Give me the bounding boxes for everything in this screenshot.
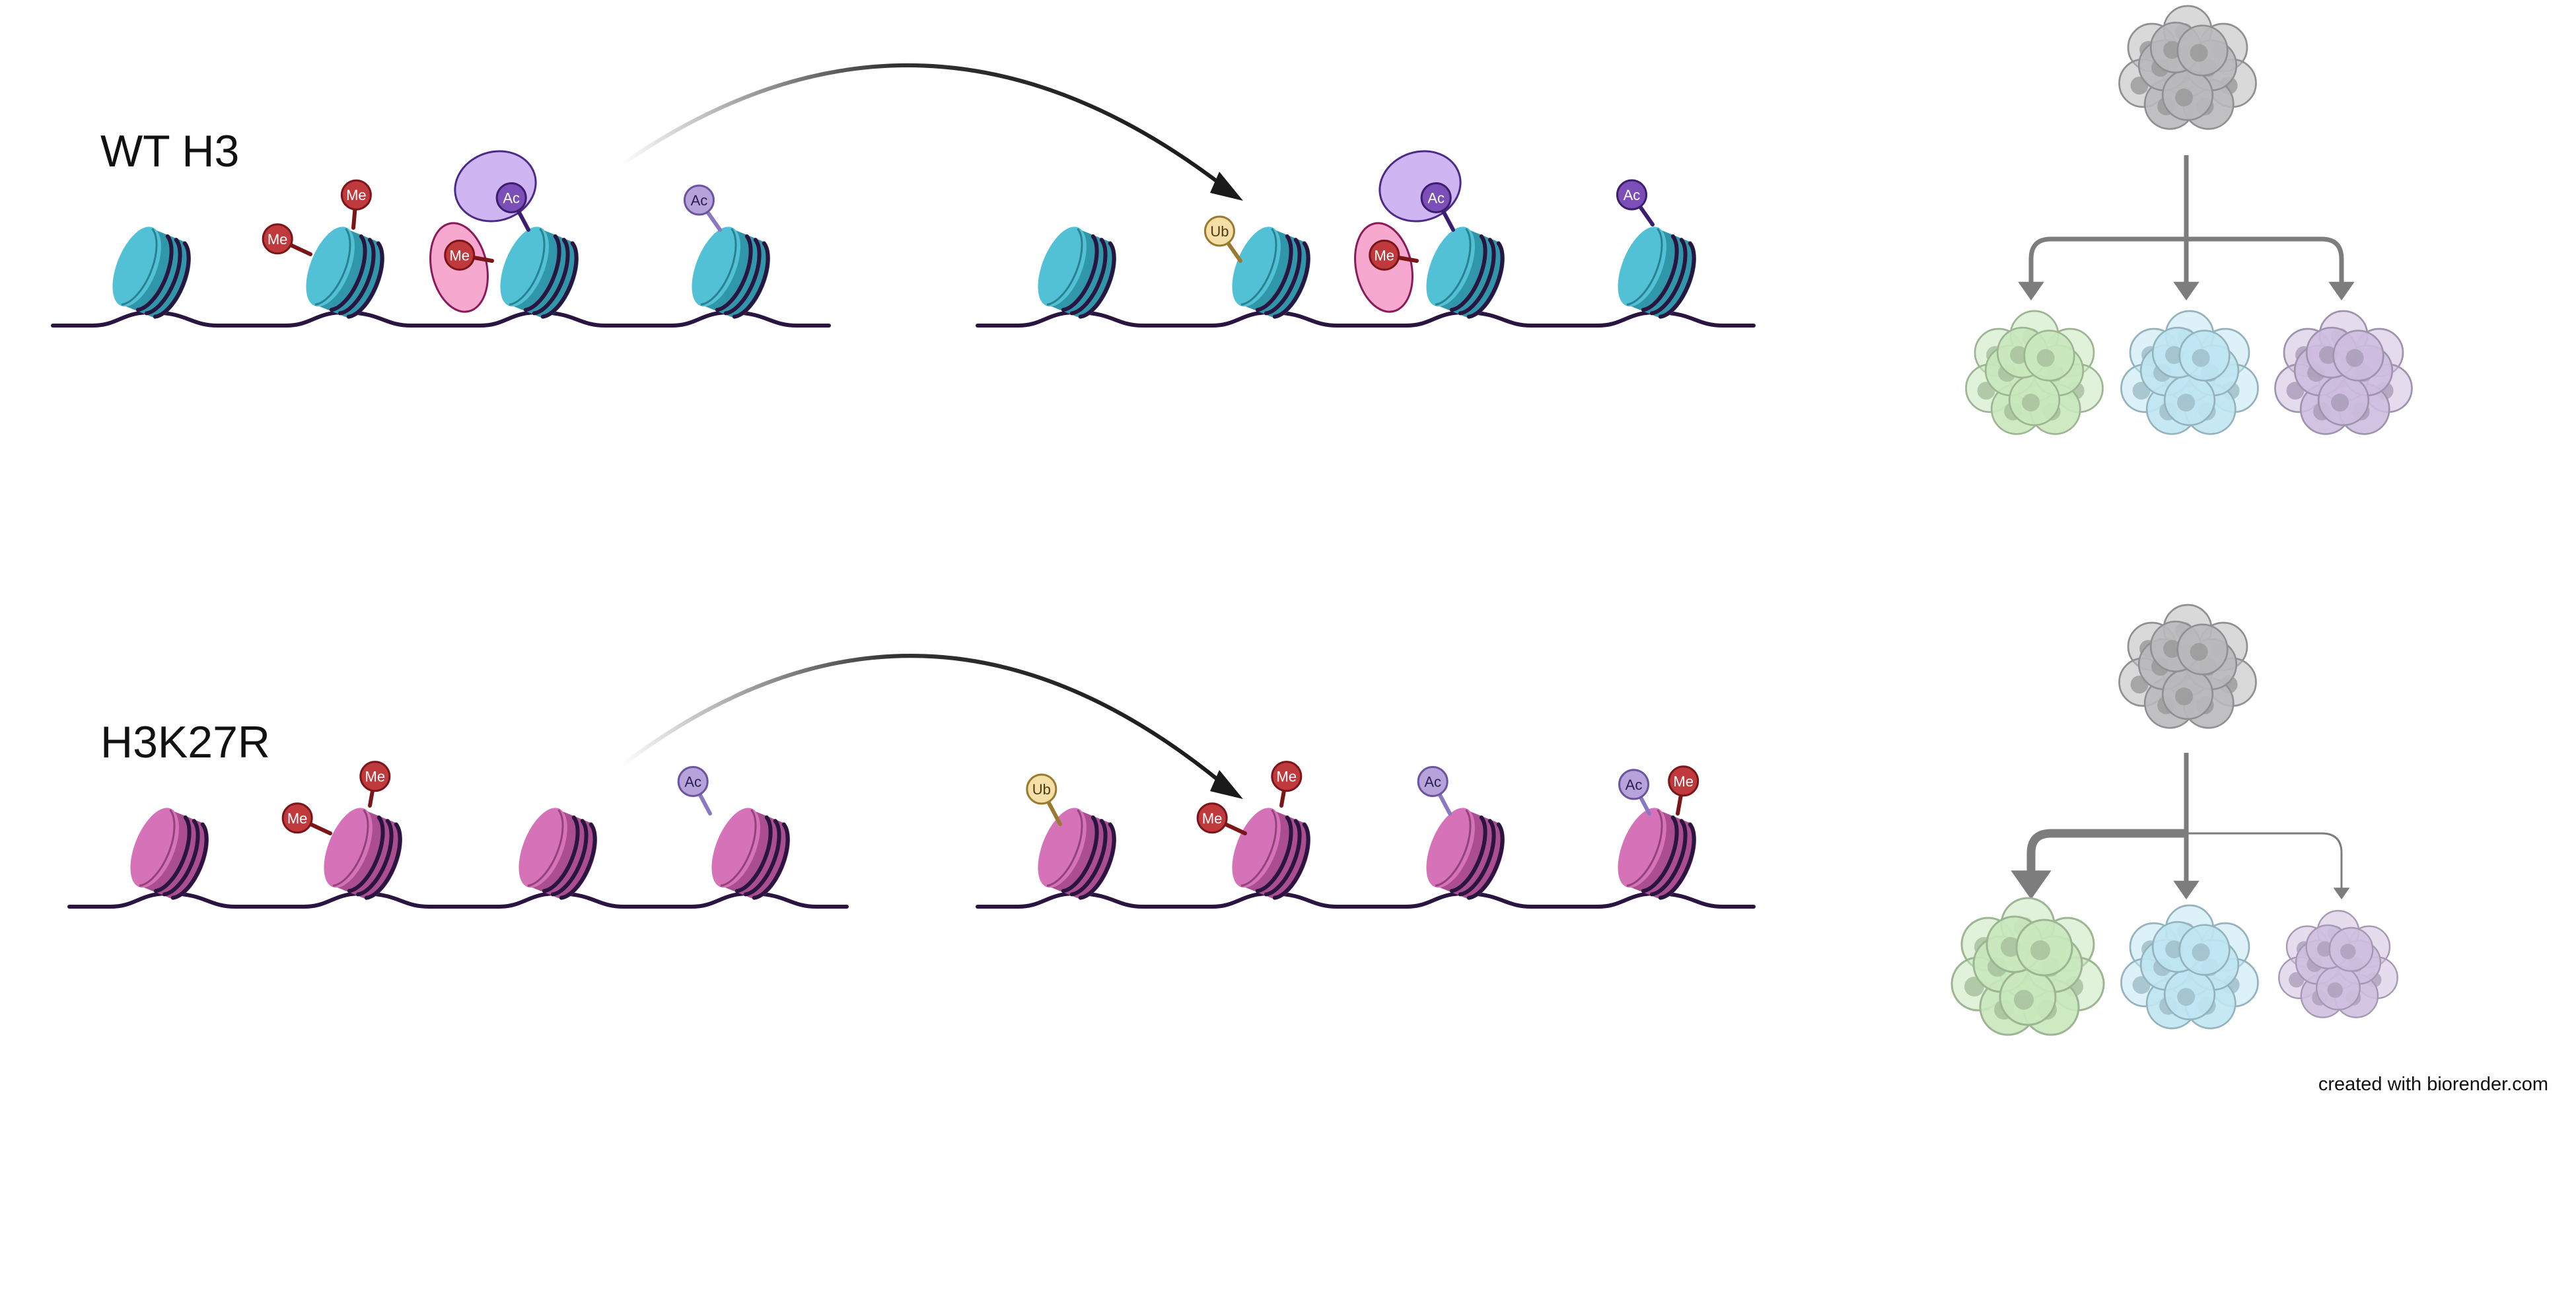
methyl-mark: Me	[281, 802, 332, 835]
mark-label: Ub	[1032, 781, 1051, 798]
mark-label: Ac	[1424, 773, 1441, 790]
arrow-head	[1210, 172, 1243, 201]
mark-label: Ac	[1427, 190, 1445, 206]
acetyl-mark: Ac	[1618, 769, 1651, 816]
nucleosome-icon	[1038, 227, 1116, 319]
nucleosome-icon	[692, 227, 770, 319]
nucleosome-icon	[1232, 808, 1310, 900]
methyl-mark: Me	[1271, 761, 1303, 808]
methyl-mark: Me	[359, 761, 391, 808]
nucleosome-icon	[306, 227, 384, 319]
mark-label: Me	[268, 231, 288, 248]
branching-arrow-icon	[2011, 753, 2350, 899]
branching-arrow-icon	[2018, 155, 2355, 300]
dna-strand	[67, 891, 849, 909]
nucleosome-icon	[500, 227, 579, 319]
methyl-mark: Me	[1196, 802, 1247, 835]
methyl-mark: Me	[444, 239, 494, 271]
curved-arrow-icon	[620, 63, 1230, 192]
nucleosome-icon	[711, 808, 790, 900]
mark-label: Ac	[691, 192, 708, 209]
mark-label: Me	[1374, 247, 1394, 263]
arrow-head	[1210, 770, 1243, 799]
mark-label: Ac	[503, 190, 520, 206]
mark-label: Ac	[1626, 777, 1643, 793]
mark-label: Me	[449, 247, 470, 263]
nucleosome-layer	[112, 227, 1696, 900]
ubiquitin-mark: Ub	[1203, 215, 1242, 263]
methyl-mark: Me	[1668, 765, 1699, 816]
mark-label: Me	[287, 810, 308, 827]
nucleosome-icon	[1232, 227, 1310, 319]
nucleosome-icon	[1426, 808, 1505, 900]
cell-cluster-icon	[1965, 310, 2104, 435]
nucleosome-icon	[1426, 227, 1505, 319]
reader-proteins	[429, 150, 1462, 313]
lineage-panels	[1950, 5, 2413, 1036]
transition-arrows	[620, 63, 1243, 799]
cell-cluster-icon	[2120, 310, 2259, 435]
mark-label: Me	[1277, 769, 1297, 785]
methyl-mark: Me	[262, 223, 312, 256]
dna-strand	[976, 891, 1756, 909]
acetyl-mark: Ac	[495, 182, 530, 232]
dna-strand	[976, 310, 1756, 328]
cell-cluster-icon	[2118, 5, 2257, 130]
methyl-mark: Me	[340, 179, 372, 230]
nucleosome-icon	[324, 808, 402, 900]
cell-cluster-icon	[2278, 910, 2398, 1018]
cell-cluster-icon	[2274, 310, 2413, 435]
cell-cluster-icon	[1950, 897, 2105, 1036]
h3k27r-label: H3K27R	[100, 717, 271, 767]
nucleosome-icon	[130, 808, 209, 900]
credit-text: created with biorender.com	[2318, 1074, 2548, 1095]
mark-label: Me	[1202, 810, 1223, 827]
wt-h3-label: WT H3	[100, 126, 240, 176]
nucleosome-icon	[1618, 808, 1696, 900]
nucleosome-icon	[1038, 808, 1116, 900]
acetyl-mark: Ac	[1417, 765, 1452, 816]
nucleosome-icon	[1618, 227, 1696, 319]
mark-label: Me	[365, 769, 386, 785]
methyl-mark: Me	[1369, 239, 1419, 271]
mark-label: Me	[346, 187, 367, 203]
nucleosome-icon	[519, 808, 597, 900]
mark-label: Ac	[684, 773, 701, 790]
curved-arrow-icon	[620, 654, 1230, 790]
ubiquitin-mark: Ub	[1026, 773, 1062, 826]
mark-label: Ub	[1210, 223, 1229, 240]
mark-label: Ac	[1624, 187, 1641, 203]
cell-cluster-icon	[2120, 904, 2259, 1029]
mark-label: Me	[1673, 773, 1694, 790]
acetyl-mark: Ac	[1616, 179, 1655, 227]
cell-cluster-icon	[2118, 604, 2257, 729]
acetyl-mark: Ac	[683, 184, 722, 232]
acetyl-mark: Ac	[1420, 182, 1455, 232]
acetyl-mark: Ac	[677, 765, 712, 816]
nucleosome-icon	[112, 227, 191, 319]
dna-strand	[51, 310, 831, 328]
dna-layer	[51, 310, 1756, 909]
